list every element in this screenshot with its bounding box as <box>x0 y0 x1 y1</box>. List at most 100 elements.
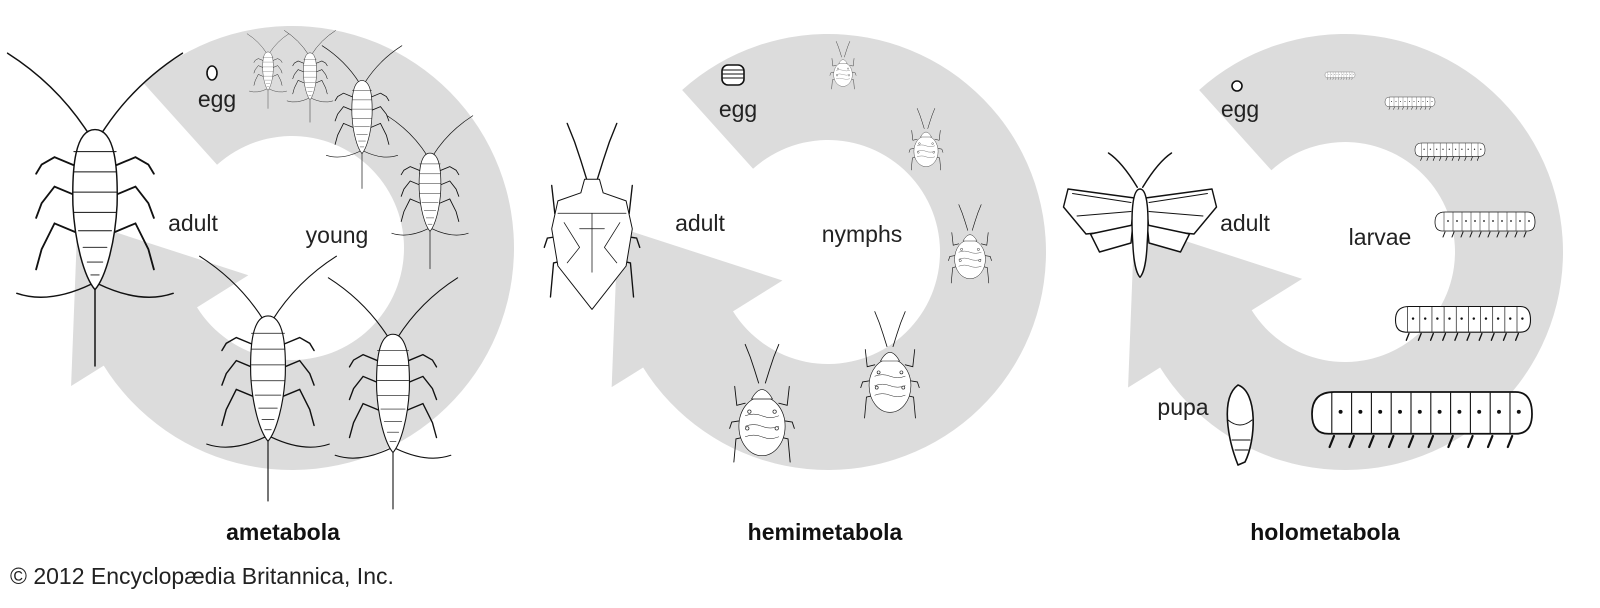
silverfish-young-4 <box>386 115 474 270</box>
spiracle <box>1465 220 1467 222</box>
antenna <box>916 108 936 129</box>
antenna <box>958 204 982 231</box>
spiracle <box>1461 148 1463 150</box>
leg <box>1514 332 1520 341</box>
spiracle <box>1342 74 1343 75</box>
leg <box>1490 332 1495 341</box>
spiracle <box>1510 220 1512 222</box>
larva-3 <box>1414 142 1486 161</box>
body <box>376 333 410 454</box>
antenna <box>836 41 850 58</box>
larva-1 <box>1324 71 1356 80</box>
spiracle <box>1474 220 1476 222</box>
leg <box>1348 434 1355 449</box>
label-young: young <box>305 222 369 248</box>
spiracle <box>1413 101 1415 102</box>
leg <box>1439 156 1442 161</box>
pattern-line <box>744 413 780 418</box>
body <box>250 315 286 442</box>
antenna <box>566 122 618 182</box>
leg <box>778 385 790 406</box>
leg <box>1429 332 1434 341</box>
pupa-icon <box>1226 384 1254 466</box>
title-holometabola: holometabola <box>1250 519 1400 545</box>
body <box>1414 142 1486 157</box>
spiracle <box>1352 74 1354 75</box>
spiracle <box>1344 74 1346 75</box>
head <box>838 59 848 64</box>
body <box>262 51 274 91</box>
leg <box>1506 434 1514 449</box>
leg <box>1340 77 1342 80</box>
leg <box>1393 106 1395 110</box>
antenna <box>199 255 337 321</box>
spiracle <box>1436 148 1438 150</box>
spiracle <box>1509 317 1512 320</box>
cerci <box>249 88 287 109</box>
pattern-line <box>958 250 982 254</box>
spot <box>876 370 881 375</box>
spiracle <box>1484 317 1488 320</box>
spiracle <box>1467 148 1469 150</box>
cycle-arrow-ametabola <box>71 26 514 471</box>
spiracle <box>1437 409 1442 414</box>
leg <box>369 122 390 145</box>
leg <box>1478 332 1483 341</box>
pattern-line <box>917 144 935 147</box>
nymph-4 <box>860 311 920 419</box>
leg <box>348 375 381 401</box>
spiracle <box>1391 101 1392 102</box>
leg <box>334 92 355 102</box>
body <box>1131 188 1149 278</box>
pattern-line <box>744 434 780 439</box>
leg <box>112 156 155 175</box>
leg <box>405 402 438 439</box>
leg <box>438 198 460 222</box>
spiracle <box>1528 220 1530 222</box>
pattern-line <box>836 73 850 76</box>
leg <box>315 60 328 67</box>
larva-6 <box>1311 391 1533 449</box>
larva-2 <box>1384 96 1436 110</box>
leg <box>292 69 305 80</box>
antenna <box>284 30 336 55</box>
antenna <box>6 52 184 136</box>
spiracle <box>1338 409 1343 414</box>
spiracle <box>1473 148 1476 150</box>
leg <box>1420 106 1422 110</box>
leg <box>1429 106 1431 110</box>
leg <box>1470 156 1473 161</box>
pattern-line <box>874 374 906 378</box>
leg <box>292 80 305 95</box>
leg <box>334 106 355 122</box>
title-ametabola: ametabola <box>226 519 340 545</box>
pattern-line <box>744 424 780 429</box>
leg <box>1405 332 1410 341</box>
spiracle <box>1457 409 1462 414</box>
moth-adult <box>1062 152 1218 278</box>
silverfish-young-6 <box>327 277 459 510</box>
leg <box>1427 434 1435 449</box>
spiracle <box>1398 409 1402 414</box>
head <box>880 352 900 362</box>
egg-cluster-icon <box>721 64 745 86</box>
egg-icon <box>721 64 745 86</box>
cerci <box>16 283 174 367</box>
nymph-1 <box>829 41 857 90</box>
leg <box>281 388 315 427</box>
spiracle <box>1521 317 1524 320</box>
silverfish-young-1 <box>246 33 290 109</box>
nymph-2 <box>908 108 944 171</box>
spot <box>836 74 838 77</box>
spot <box>918 142 921 145</box>
larva-5 <box>1394 305 1532 341</box>
leg <box>1420 156 1423 161</box>
leg <box>934 130 941 141</box>
spot <box>978 259 982 262</box>
label-egg-holometabola: egg <box>1220 96 1260 122</box>
leg <box>438 166 460 176</box>
leg <box>1458 156 1461 161</box>
spot <box>874 385 879 390</box>
label-adult-hemimetabola: adult <box>675 210 725 236</box>
